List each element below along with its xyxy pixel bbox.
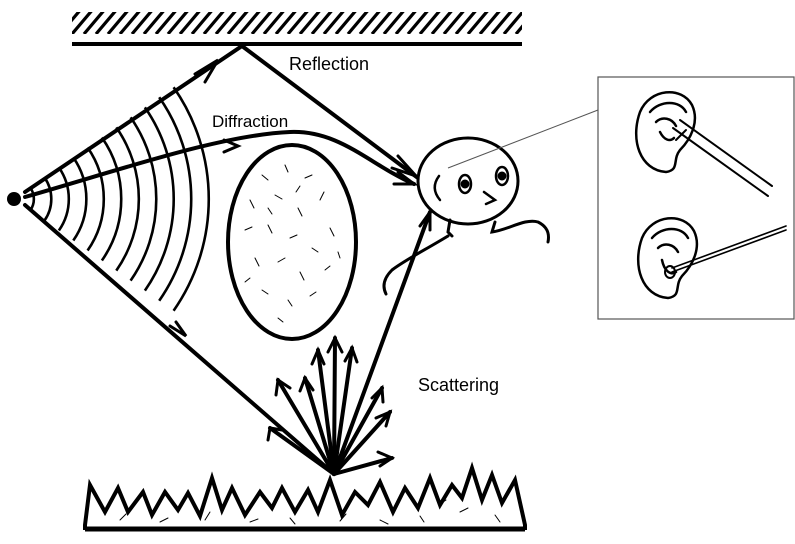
obstacle-ellipse <box>228 145 356 339</box>
scattering-label: Scattering <box>418 376 499 394</box>
rough-ground <box>85 468 525 530</box>
wavefronts <box>30 87 208 310</box>
ceiling-wall <box>60 8 538 44</box>
ear-probe-inset <box>598 77 794 319</box>
diffraction-path <box>25 132 414 197</box>
reflection-label: Reflection <box>289 55 369 73</box>
sound-source-dot <box>7 192 21 206</box>
diffraction-label: Diffraction <box>212 113 288 130</box>
